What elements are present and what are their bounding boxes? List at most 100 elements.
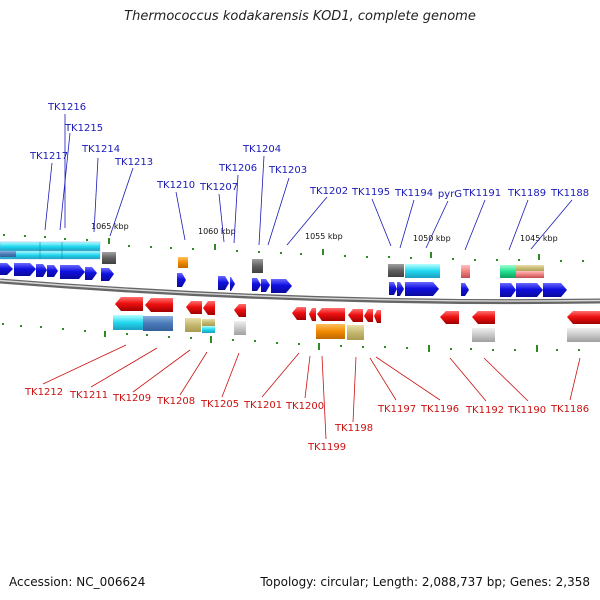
forward-gene-arrow [85, 267, 97, 280]
gene-label-forward[interactable]: TK1217 [29, 151, 68, 162]
dark-feature [102, 252, 116, 264]
gene-label-reverse[interactable]: TK1201 [243, 400, 282, 411]
gene-label-reverse[interactable]: TK1190 [507, 405, 546, 416]
gene-label-forward[interactable]: TK1204 [242, 144, 281, 155]
gene-label-forward[interactable]: TK1206 [218, 163, 257, 174]
khaki-feature [516, 265, 544, 272]
reverse-gene-arrow [115, 297, 143, 311]
cyan-feature [405, 264, 440, 278]
forward-gene-arrow [389, 282, 397, 295]
gene-label-reverse[interactable]: TK1186 [550, 404, 589, 415]
grey-feature [567, 328, 600, 342]
forward-gene-arrow [60, 265, 85, 279]
reverse-gene-arrow [186, 301, 202, 314]
cyan-feature [202, 326, 215, 333]
cyan-feature [0, 250, 101, 260]
forward-gene-arrow [500, 283, 516, 297]
orange-feature [178, 257, 188, 268]
gene-label-reverse[interactable]: TK1209 [112, 393, 151, 404]
gene-label-reverse[interactable]: TK1196 [420, 404, 459, 415]
reverse-gene-arrow [317, 308, 345, 321]
reverse-gene-arrows [115, 297, 600, 324]
orange-feature [316, 324, 345, 339]
forward-gene-arrow [218, 276, 229, 290]
scale-label: 1065 kbp [91, 222, 129, 231]
gene-label-reverse[interactable]: TK1192 [465, 405, 504, 416]
gene-label-reverse[interactable]: TK1198 [334, 423, 373, 434]
map-title: Thermococcus kodakarensis KOD1, complete… [124, 9, 476, 24]
gene-label-forward[interactable]: TK1213 [114, 157, 153, 168]
gene-label-reverse[interactable]: TK1197 [377, 404, 416, 415]
forward-features [0, 241, 544, 278]
forward-gene-arrows [0, 263, 567, 297]
forward-gene-arrow [14, 263, 36, 276]
forward-gene-arrow [36, 264, 47, 277]
gene-label-reverse[interactable]: TK1200 [285, 401, 324, 412]
genome-backbone-highlight [0, 279, 600, 302]
genome-stats-text: Topology: circular; Length: 2,088,737 bp… [260, 575, 590, 589]
gene-label-forward[interactable]: TK1202 [309, 186, 348, 197]
khaki-feature [347, 325, 364, 340]
scale-label: 1060 kbp [198, 227, 236, 236]
forward-gene-arrow [261, 279, 270, 292]
khaki-feature [202, 319, 215, 326]
forward-gene-arrow [543, 283, 567, 297]
steel-feature [143, 316, 173, 331]
grey-feature [0, 251, 16, 257]
gene-label-reverse[interactable]: TK1208 [156, 396, 195, 407]
scale-label: 1045 kbp [520, 234, 558, 243]
gene-label-forward[interactable]: TK1203 [268, 165, 307, 176]
reverse-features [113, 315, 600, 342]
forward-gene-arrow [101, 268, 114, 281]
reverse-gene-arrow [472, 311, 495, 324]
dark-feature [388, 264, 404, 277]
gene-label-reverse[interactable]: TK1212 [24, 387, 63, 398]
forward-gene-arrow [230, 277, 235, 291]
reverse-gene-arrow [374, 310, 381, 323]
gene-label-forward[interactable]: TK1210 [156, 180, 195, 191]
gene-label-forward[interactable]: TK1188 [550, 188, 589, 199]
forward-gene-arrow [0, 263, 13, 275]
reverse-gene-arrow [203, 301, 215, 315]
gene-label-forward[interactable]: TK1194 [394, 188, 433, 199]
green-feature [500, 265, 517, 278]
reverse-gene-arrow [567, 311, 594, 324]
grey-feature [472, 328, 495, 342]
reverse-label-leaders [42, 344, 581, 440]
gene-label-forward[interactable]: TK1207 [199, 182, 238, 193]
reverse-gene-arrow [364, 309, 373, 322]
pink-feature [461, 265, 470, 278]
scale-ticks-upper [3, 234, 584, 262]
gene-label-forward[interactable]: TK1191 [462, 188, 501, 199]
reverse-gene-arrow [594, 311, 600, 324]
gene-label-forward[interactable]: TK1189 [507, 188, 546, 199]
forward-gene-arrow [397, 282, 404, 296]
gene-label-forward[interactable]: TK1214 [81, 144, 120, 155]
pink-feature [516, 271, 544, 278]
reverse-gene-arrow [145, 298, 173, 312]
reverse-gene-arrow [234, 304, 246, 317]
gene-label-reverse[interactable]: TK1205 [200, 399, 239, 410]
reverse-gene-arrow [292, 307, 306, 320]
forward-gene-arrow [461, 283, 469, 296]
forward-gene-arrow [252, 278, 261, 291]
accession-text: Accession: NC_006624 [9, 575, 146, 589]
gene-label-reverse[interactable]: TK1211 [69, 390, 108, 401]
scale-label: 1050 kbp [413, 234, 451, 243]
grey-feature [234, 321, 246, 335]
forward-gene-arrow [271, 279, 292, 293]
gene-label-reverse[interactable]: TK1199 [307, 442, 346, 453]
forward-gene-arrow [516, 283, 543, 297]
gene-label-forward[interactable]: TK1216 [47, 102, 86, 113]
forward-label-leaders [44, 114, 573, 251]
forward-gene-arrow [177, 273, 186, 287]
reverse-gene-arrow [348, 309, 363, 322]
scale-ticks-lower [2, 323, 580, 352]
gene-label-forward[interactable]: TK1215 [64, 123, 103, 134]
cyan-feature [0, 241, 101, 252]
gene-label-forward[interactable]: pyrG [438, 189, 462, 200]
dark-feature [252, 259, 263, 273]
forward-gene-arrow [405, 282, 439, 296]
gene-label-forward[interactable]: TK1195 [351, 187, 390, 198]
